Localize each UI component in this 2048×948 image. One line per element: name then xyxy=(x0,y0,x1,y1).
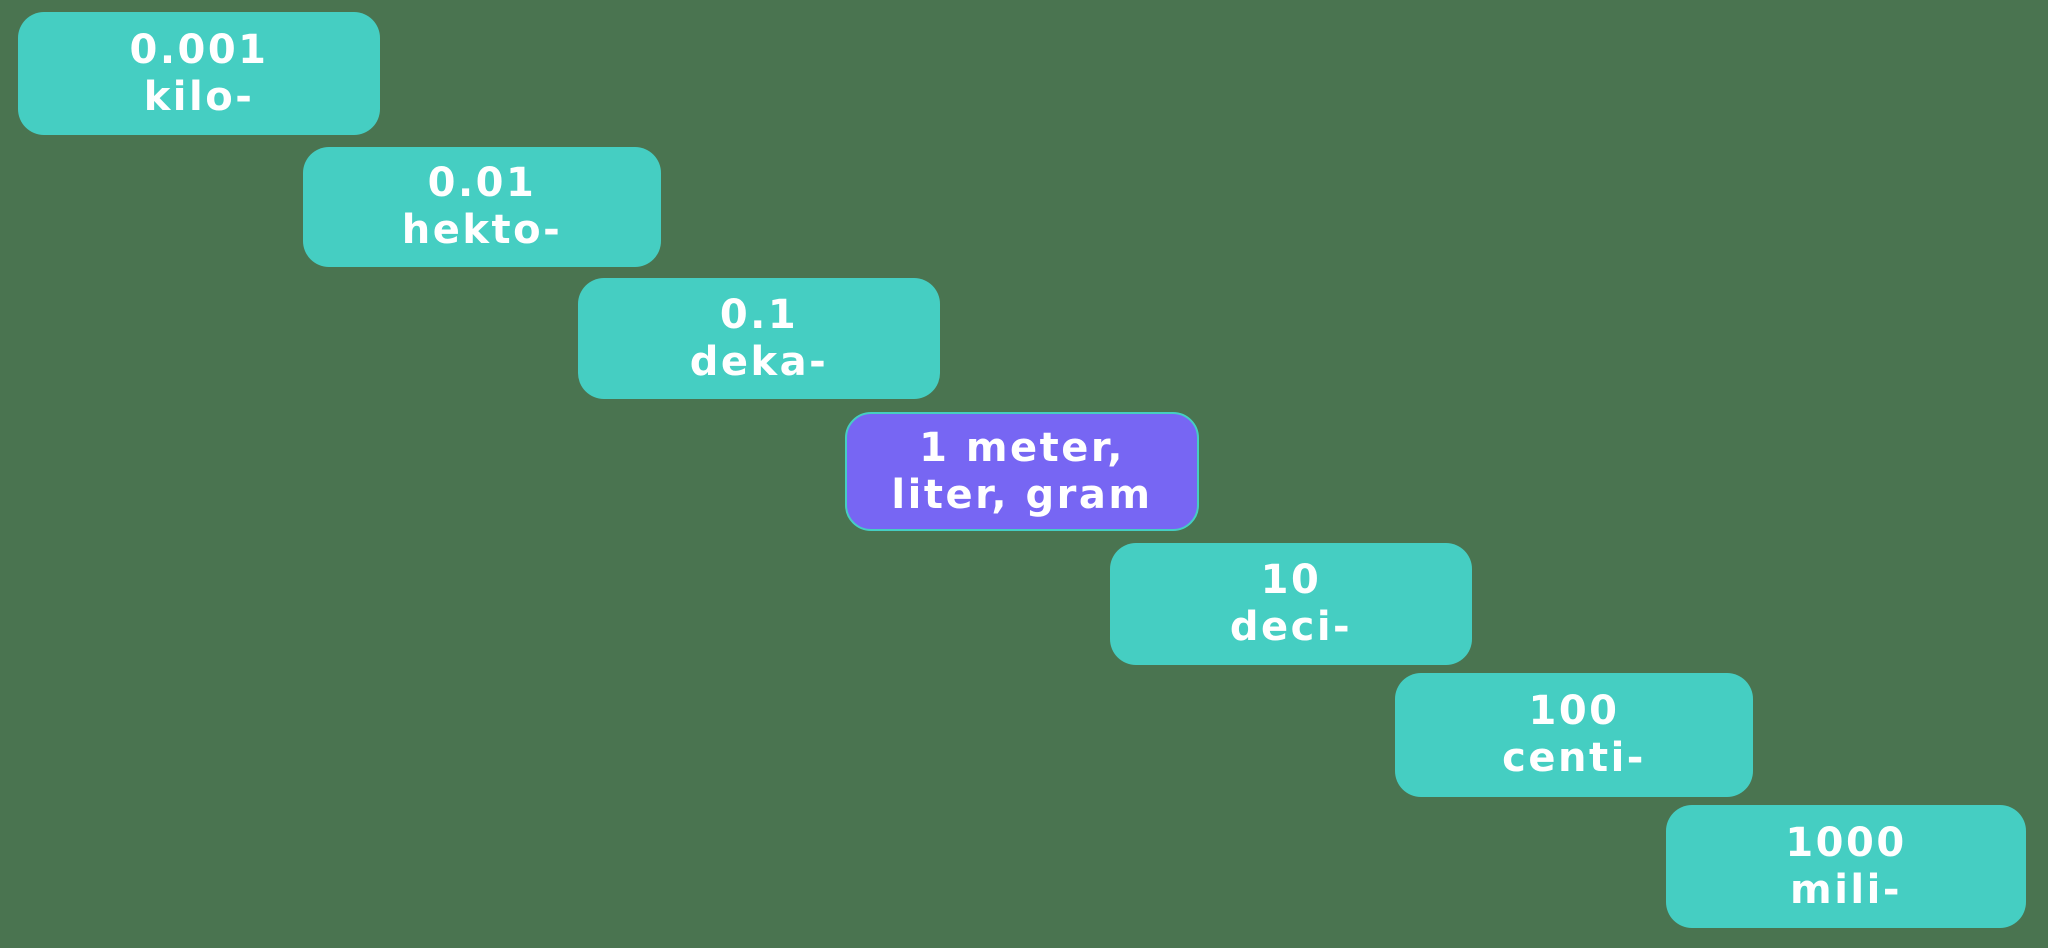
step-hekto-label: hekto- xyxy=(401,207,563,253)
step-kilo-value: 0.001 xyxy=(129,26,269,73)
step-base-unit: 1 meter, liter, gram xyxy=(845,412,1199,531)
step-kilo-label: kilo- xyxy=(143,73,255,120)
step-mili-label: mili- xyxy=(1790,866,1902,913)
step-deci: 10 deci- xyxy=(1110,543,1472,665)
step-deci-value: 10 xyxy=(1260,557,1322,603)
step-deka-label: deka- xyxy=(689,338,829,385)
step-mili: 1000 mili- xyxy=(1666,805,2026,928)
step-hekto-value: 0.01 xyxy=(427,160,537,206)
step-mili-value: 1000 xyxy=(1785,819,1907,866)
step-centi-value: 100 xyxy=(1528,688,1620,734)
step-hekto: 0.01 hekto- xyxy=(303,147,661,267)
step-centi-label: centi- xyxy=(1502,735,1646,781)
step-deci-label: deci- xyxy=(1229,604,1353,650)
step-kilo: 0.001 kilo- xyxy=(18,12,380,135)
step-base-unit-value: 1 meter, xyxy=(919,424,1125,471)
step-centi: 100 centi- xyxy=(1395,673,1753,797)
step-base-unit-label: liter, gram xyxy=(891,471,1153,518)
step-deka-value: 0.1 xyxy=(719,291,799,338)
step-deka: 0.1 deka- xyxy=(578,278,940,399)
